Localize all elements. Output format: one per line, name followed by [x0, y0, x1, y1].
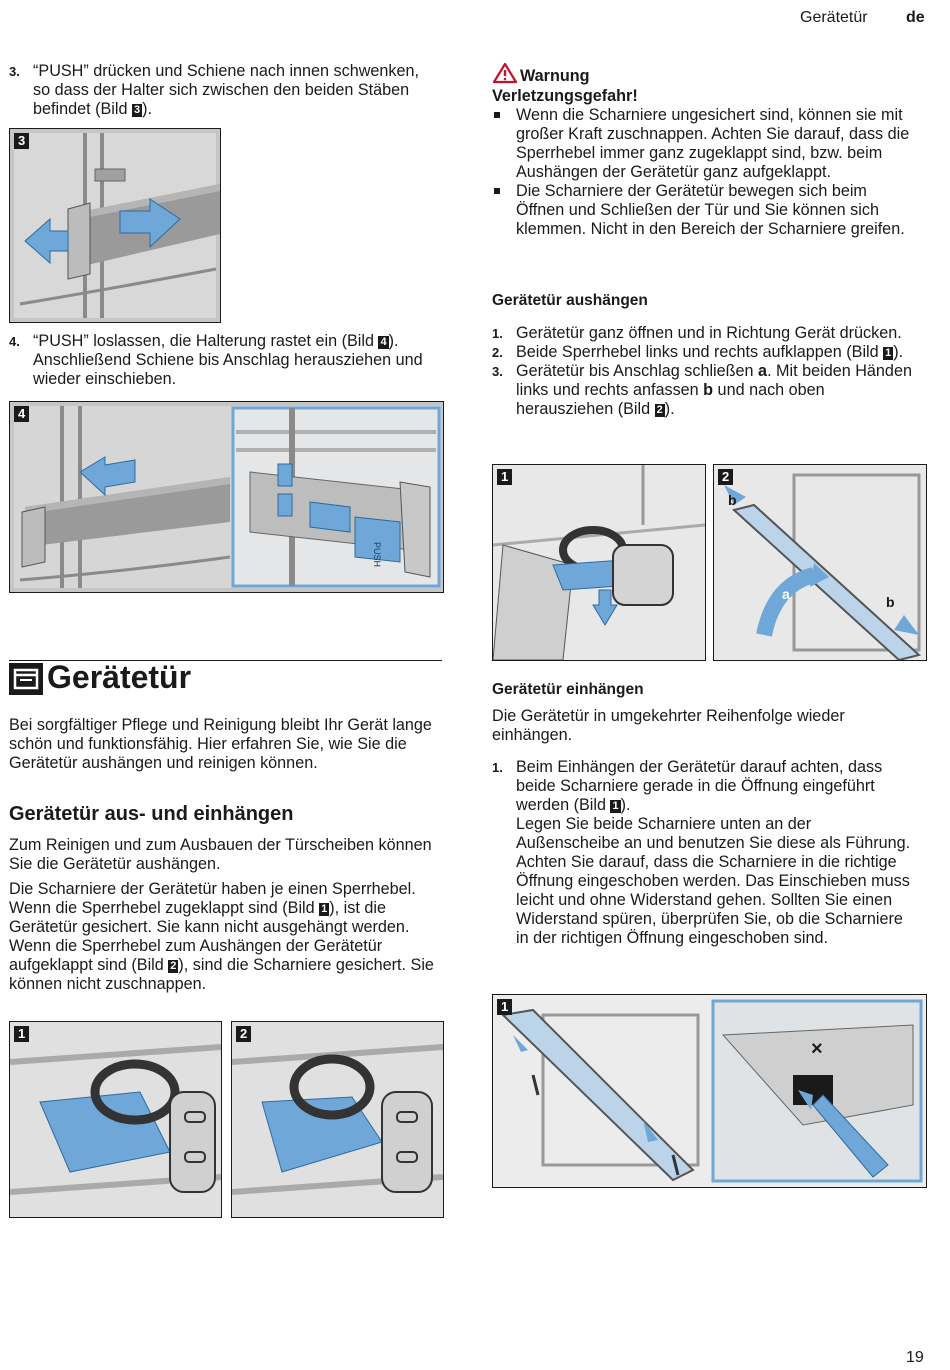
warning-title: Verletzungsgefahr!: [492, 87, 638, 105]
page-number: 19: [906, 1349, 924, 1366]
section-title: Gerätetür: [47, 659, 192, 695]
figure-ref-badge: 2: [654, 404, 665, 417]
figure-label: 1: [497, 469, 513, 485]
step-text: Beide Sperrhebel links und rechts aufkla…: [516, 343, 884, 361]
push-label: PUSH: [372, 542, 382, 567]
step-3: 3. “PUSH” drücken und Schiene nach innen …: [9, 62, 439, 119]
door-icon: [9, 663, 43, 695]
warning-bullet: Die Scharniere der Gerätetür bewegen sic…: [492, 182, 912, 239]
steps-3: 3. “PUSH” drücken und Schiene nach innen …: [9, 62, 439, 119]
step-text: . Mit beiden Händen links und rechts anf…: [516, 362, 912, 399]
step-text: ).: [620, 796, 631, 814]
door-mark-b2: b: [886, 594, 895, 610]
figure-label: 1: [14, 1026, 30, 1042]
hinge-closed-illustration: [10, 1022, 221, 1217]
figure-label: 2: [718, 469, 734, 485]
step-text: Gerätetür bis Anschlag schließen: [516, 362, 759, 380]
step-text-tail: ).: [142, 100, 152, 118]
figure-door-removal: a b b 2: [713, 464, 927, 661]
steps-4: 4. “PUSH” loslassen, die Halterung rastet…: [9, 332, 439, 389]
step-number: 2.: [492, 345, 503, 360]
figure-door-insert: × 1: [492, 994, 927, 1188]
paragraph-1: Zum Reinigen und zum Ausbauen der Türsch…: [9, 836, 432, 873]
figure-4-rail-click: PUSH 4: [9, 401, 444, 593]
step-text: und nach oben herausziehen (Bild: [516, 381, 825, 418]
figure-ref-badge: 4: [378, 336, 389, 349]
figure-ref-badge: 1: [883, 347, 894, 360]
step-mark-a: a: [758, 362, 768, 380]
aushaengen-steps: 1. Gerätetür ganz öffnen und in Richtung …: [492, 324, 912, 419]
step-text: Achten Sie darauf, dass die Scharniere i…: [516, 853, 910, 947]
warning-label: Warnung: [520, 67, 590, 85]
door-removal-illustration: a b b: [714, 465, 926, 660]
figure-label: 4: [14, 406, 30, 422]
step-4: 4. “PUSH” loslassen, die Halterung rastet…: [9, 332, 439, 389]
aushaengen-step-3: 3. Gerätetür bis Anschlag schließen a. Mi…: [492, 362, 912, 419]
figure-3-illustration: [10, 129, 220, 322]
warning-bullet: Wenn die Scharniere ungesichert sind, kö…: [492, 106, 912, 182]
door-mark-b1: b: [728, 492, 737, 508]
figure-door-hinge-lever: 1: [492, 464, 706, 661]
step-text: “PUSH” loslassen, die Halterung rastet e…: [33, 332, 379, 350]
figure-label: 2: [236, 1026, 252, 1042]
step-number: 3.: [9, 64, 20, 79]
einhaengen-title: Gerätetür einhängen: [492, 681, 644, 698]
step-text: ).: [664, 400, 675, 418]
para-text: Die Scharniere der Gerätetür haben je ei…: [9, 880, 416, 898]
figure-ref-badge: 1: [610, 800, 621, 813]
step-text: Gerätetür ganz öffnen und in Richtung Ge…: [516, 324, 902, 342]
einhaengen-steps: 1. Beim Einhängen der Gerätetür darauf ac…: [492, 758, 912, 948]
figure-hinge-closed: 1: [9, 1021, 222, 1218]
step-mark-b: b: [703, 381, 714, 399]
door-mark-a: a: [782, 586, 790, 602]
figure-ref-badge: 1: [319, 903, 330, 916]
step-text-tail: ). Anschließend Schiene bis Anschlag her…: [33, 332, 423, 388]
figure-4-illustration: PUSH: [10, 402, 443, 592]
step-text: “PUSH” drücken und Schiene nach innen sc…: [33, 62, 420, 118]
door-hinge-lever-illustration: [493, 465, 705, 660]
figure-ref-badge: 2: [168, 960, 179, 973]
para-text: ), ist die Gerätetür gesichert. Sie kann…: [9, 899, 410, 936]
step-number: 1.: [492, 326, 503, 341]
step-text: Legen Sie beide Scharniere unten an der …: [516, 815, 911, 852]
aushaengen-title: Gerätetür aushängen: [492, 292, 648, 309]
figure-ref-badge: 3: [131, 104, 143, 117]
header-lang: de: [906, 9, 925, 26]
figure-label: 1: [497, 999, 513, 1015]
subsection-title: Gerätetür aus- und einhängen: [9, 803, 294, 825]
door-insert-illustration: ×: [493, 995, 926, 1187]
para-text: Wenn die Sperrhebel zugeklappt sind (Bil…: [9, 899, 320, 917]
hinge-open-illustration: [232, 1022, 443, 1217]
para-text: Wenn die Sperrhebel zum Aushängen der Ge…: [9, 937, 383, 974]
section-rule: [9, 660, 442, 661]
figure-3-rail-push: 3: [9, 128, 221, 323]
header-title: Gerätetür: [800, 9, 868, 26]
aushaengen-step-2: 2. Beide Sperrhebel links und rechts aufk…: [492, 343, 912, 362]
aushaengen-step-1: 1. Gerätetür ganz öffnen und in Richtung …: [492, 324, 912, 343]
para-text: ), sind die Scharniere gesichert. Sie kö…: [9, 956, 434, 993]
warning-bullets: Wenn die Scharniere ungesichert sind, kö…: [492, 106, 912, 239]
svg-text:×: ×: [811, 1038, 823, 1060]
figure-label: 3: [14, 133, 30, 149]
warning-triangle-icon: [492, 62, 518, 84]
einhaengen-intro: Die Gerätetür in umgekehrter Reihenfolge…: [492, 707, 845, 744]
paragraph-2: Die Scharniere der Gerätetür haben je ei…: [9, 880, 441, 994]
intro-paragraph: Bei sorgfältiger Pflege und Reinigung bl…: [9, 716, 432, 772]
step-text: Beim Einhängen der Gerätetür darauf acht…: [516, 758, 883, 814]
step-number: 1.: [492, 760, 503, 775]
step-number: 4.: [9, 334, 20, 349]
figure-hinge-open: 2: [231, 1021, 444, 1218]
einhaengen-step-1: 1. Beim Einhängen der Gerätetür darauf ac…: [492, 758, 912, 948]
step-number: 3.: [492, 364, 503, 379]
step-text: ).: [893, 343, 904, 361]
